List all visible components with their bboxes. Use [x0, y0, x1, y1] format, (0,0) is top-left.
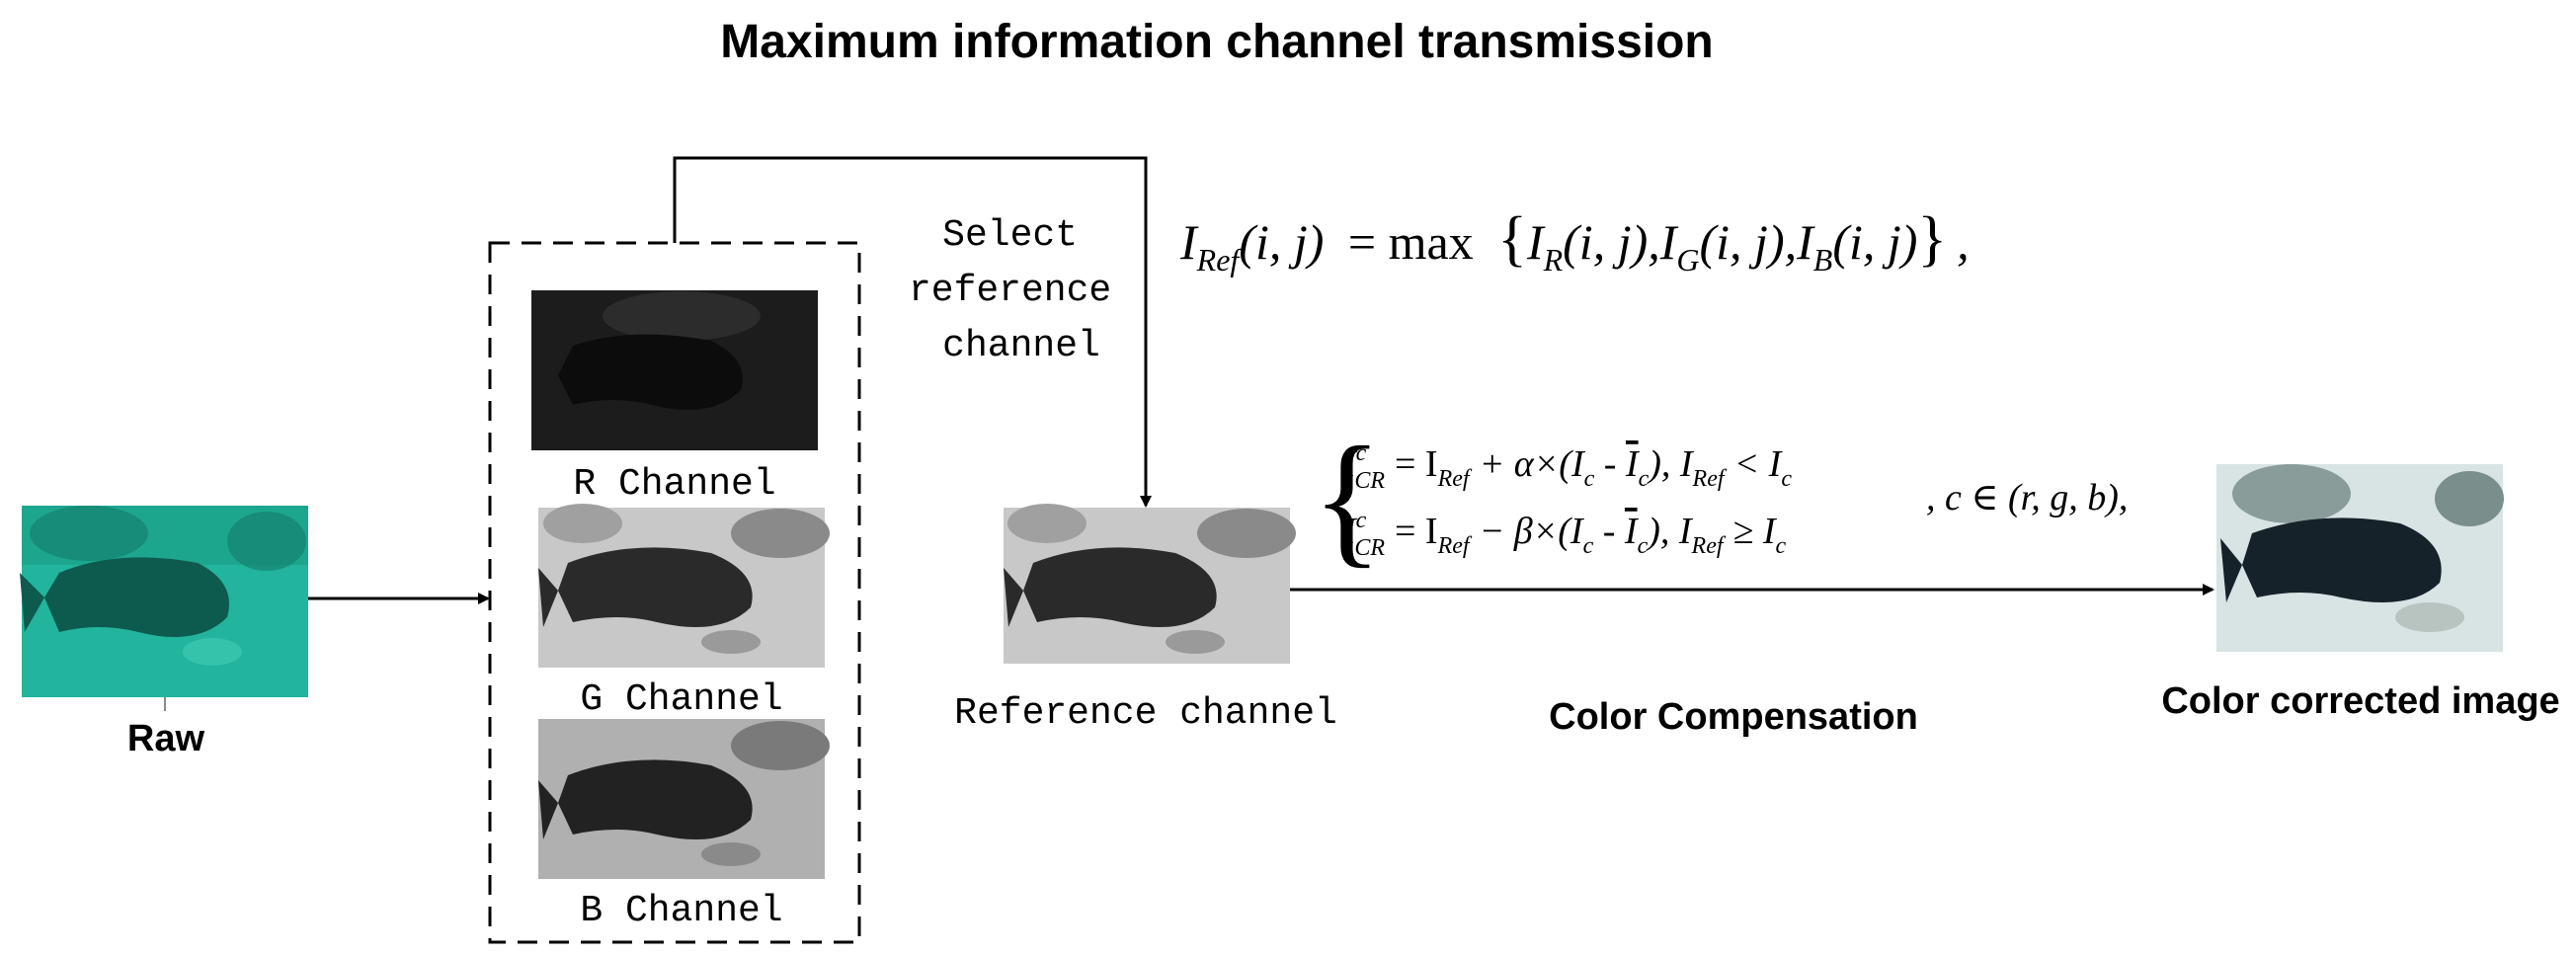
formula-ref-term-b: I — [1796, 214, 1815, 270]
channels-dashed-box — [488, 241, 861, 944]
reference-channel-image — [1004, 504, 1296, 664]
cc2-sup: c — [1356, 508, 1367, 533]
cc2-c3: c — [1776, 533, 1787, 559]
select-label-line-1: Select — [942, 214, 1078, 257]
reference-channel-label: Reference channel — [954, 692, 1337, 735]
cc1-ref2: Ref — [1692, 466, 1728, 492]
arrow-select-reference — [673, 156, 1152, 508]
cc2-minus: - — [1593, 511, 1625, 552]
b-channel-label: B Channel — [580, 890, 782, 932]
cc1-cmp: < I — [1734, 443, 1784, 485]
cc2-op: − β×(I — [1480, 511, 1585, 552]
cc1-sup: c — [1356, 440, 1367, 466]
cc1-c3: c — [1781, 466, 1792, 492]
cc2-tail: ), I — [1646, 511, 1694, 552]
select-label: Select reference channel — [909, 214, 1134, 367]
select-label-line-3: channel — [942, 325, 1100, 367]
formula-cc-brace: { — [1312, 417, 1383, 581]
g-channel-label: G Channel — [580, 678, 782, 721]
formula-ref-open: { — [1497, 205, 1527, 273]
formula-ref-op: = max — [1348, 214, 1474, 270]
cc1-rhs: = I — [1395, 443, 1438, 485]
output-image — [2216, 464, 2504, 652]
cc2-rhs: = I — [1395, 511, 1438, 552]
formula-ref-lhs-sub: Ref — [1196, 242, 1244, 278]
g-channel-image — [538, 504, 830, 668]
cc1-c1: c — [1584, 466, 1595, 492]
cc1-minus: - — [1594, 443, 1626, 485]
formula-ref-term-r: I — [1526, 214, 1546, 270]
cc1-c2: c — [1639, 466, 1650, 492]
diagram-title: Maximum information channel transmission — [720, 16, 1714, 68]
cc1-sub: CR — [1354, 468, 1385, 494]
formula-ref-term-b-args: (i, j) — [1832, 214, 1917, 270]
cc2-sub: CR — [1354, 535, 1385, 561]
cc2-ibar: I — [1624, 511, 1640, 552]
formula-ref-lhs: I — [1179, 214, 1199, 270]
b-channel-image — [538, 719, 830, 879]
formula-ref-term-b-sub: B — [1813, 242, 1833, 278]
cc1-tail: ), I — [1647, 443, 1695, 485]
r-channel-label: R Channel — [573, 463, 775, 506]
output-label: Color corrected image — [2161, 680, 2559, 722]
cc1-ref: Ref — [1437, 466, 1473, 492]
r-channel-image — [531, 290, 818, 450]
formula-ref-term-r-args: (i, j), — [1563, 214, 1660, 270]
cc2-ref: Ref — [1437, 533, 1473, 559]
cc1-ibar: I — [1625, 443, 1641, 485]
cc1-op: + α×(I — [1480, 443, 1586, 485]
compensation-label: Color Compensation — [1549, 696, 1918, 738]
cc2-ref2: Ref — [1691, 533, 1727, 559]
formula-ref-term-g-sub: G — [1676, 242, 1699, 278]
formula-reference: IRef(i, j) = max {IR(i, j),IG(i, j),IB(i… — [1179, 205, 1970, 278]
formula-ref-close: } — [1917, 205, 1947, 273]
cc2-c1: c — [1583, 533, 1594, 559]
formula-ref-term-g: I — [1659, 214, 1679, 270]
formula-ref-term-g-args: (i, j), — [1700, 214, 1798, 270]
cc2-c2: c — [1638, 533, 1649, 559]
formula-ref-args: (i, j) — [1239, 214, 1324, 270]
cc2-cmp: ≥ I — [1733, 511, 1778, 552]
raw-label: Raw — [127, 718, 205, 759]
raw-image — [20, 506, 308, 697]
select-label-line-2: reference — [909, 270, 1111, 312]
formula-cc-condition: , c ∈ (r, g, b), — [1926, 477, 2128, 518]
formula-ref-term-r-sub: R — [1543, 242, 1564, 278]
formula-ref-trail: , — [1957, 214, 1970, 270]
